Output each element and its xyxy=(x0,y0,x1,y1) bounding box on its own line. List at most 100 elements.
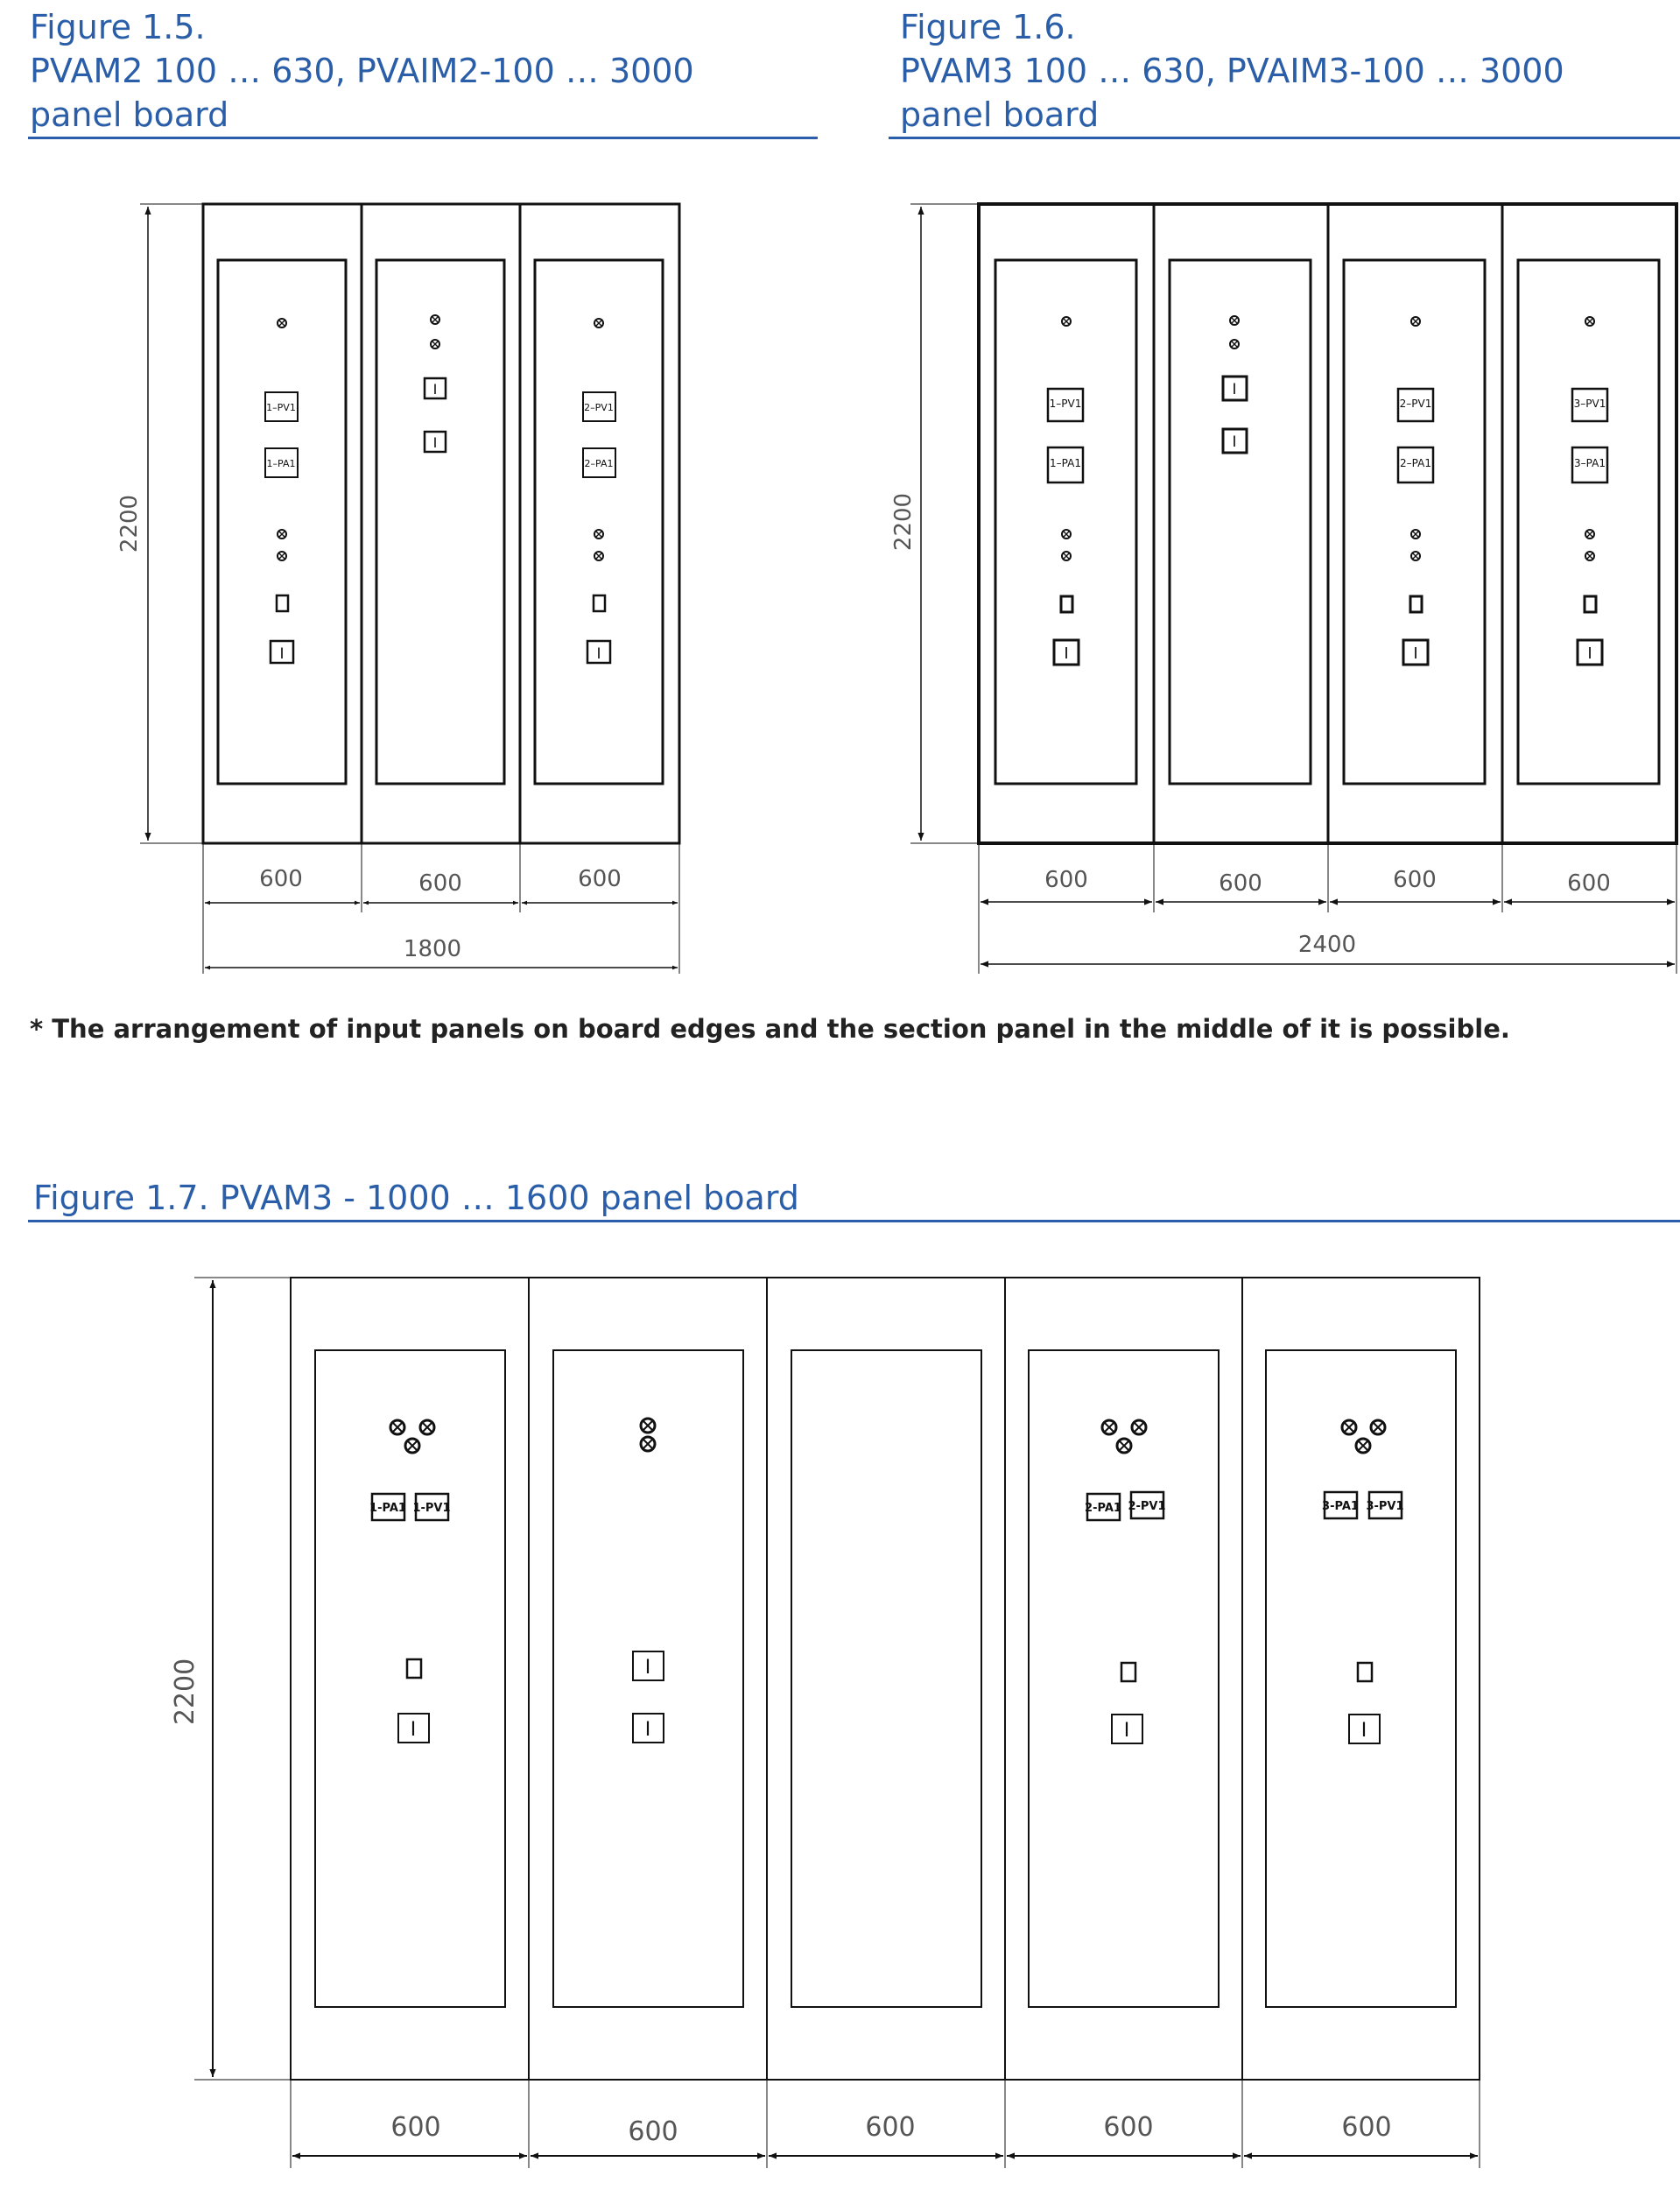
pushbutton-icon xyxy=(1583,595,1598,614)
figure-1-6-underline xyxy=(889,137,1680,139)
indicator-lamp-icon xyxy=(277,551,287,561)
device-label: 1–PV1 xyxy=(1050,398,1082,410)
panel-width-label: 600 xyxy=(259,866,303,892)
panel-width-label: 600 xyxy=(1103,2112,1153,2143)
indicator-lamp-icon xyxy=(404,1437,421,1454)
indicator-lamp-icon xyxy=(1585,551,1595,561)
pushbutton-icon xyxy=(592,594,607,613)
figure-1-6-labels: 1–PV1 1–PA1 2–PV1 2–PA1 3–PV1 3–PA1 I I … xyxy=(890,381,1611,958)
panel-door xyxy=(1516,258,1661,785)
pushbutton-icon xyxy=(1059,595,1074,614)
indicator-lamp-icon xyxy=(1585,529,1595,539)
figure-1-5-title-line3: panel board xyxy=(30,95,229,134)
height-dimension-label: 2200 xyxy=(890,493,917,551)
figure-1-5-title-line1: Figure 1.5. xyxy=(30,8,206,46)
indicator-lamp-icon xyxy=(639,1435,657,1453)
switch-box xyxy=(1576,638,1604,666)
device-label: 3-PA1 xyxy=(1322,1500,1359,1513)
indicator-lamp-icon xyxy=(277,318,287,328)
indicator-lamp-icon xyxy=(1115,1437,1133,1454)
pushbutton-icon xyxy=(405,1658,423,1679)
figure-1-7-underline xyxy=(28,1220,1680,1222)
cabinet-frame xyxy=(201,202,681,845)
panel-door xyxy=(1028,1349,1220,2008)
figure-1-6-title-line1: Figure 1.6. xyxy=(900,8,1076,46)
panel-door xyxy=(1342,258,1487,785)
figure-1-5-title: Figure 1.5. PVAM2 100 … 630, PVAIM2-100 … xyxy=(30,5,694,137)
total-width-label: 1800 xyxy=(404,936,461,962)
device-label: 2–PA1 xyxy=(1400,457,1431,469)
switch-label: I xyxy=(1124,1720,1130,1742)
indicator-lamp-icon xyxy=(430,339,440,349)
figure-1-6-title-line2: PVAM3 100 … 630, PVAIM3-100 … 3000 xyxy=(900,52,1564,90)
ammeter-box xyxy=(1571,446,1609,484)
cabinet-frame xyxy=(290,1277,1480,2081)
indicator-lamp-icon xyxy=(1410,529,1421,539)
ammeter-box xyxy=(1323,1490,1359,1520)
switch-label: I xyxy=(1361,1720,1367,1742)
ammeter-box xyxy=(1046,446,1085,484)
panel-door xyxy=(1168,258,1312,785)
device-label: 3-PV1 xyxy=(1366,1500,1403,1513)
panel-width-label: 600 xyxy=(1567,870,1611,897)
switch-label: I xyxy=(1064,644,1068,663)
device-label: 2–PV1 xyxy=(584,402,614,413)
voltmeter-box xyxy=(414,1492,450,1522)
panel-door xyxy=(791,1349,982,2008)
figure-1-7-drawing xyxy=(194,1277,1480,2168)
device-label: 2-PV1 xyxy=(1128,1500,1165,1513)
device-label: 2–PA1 xyxy=(585,458,614,469)
device-label: 1-PA1 xyxy=(369,1502,406,1515)
voltmeter-box xyxy=(582,391,616,422)
indicator-lamp-icon xyxy=(639,1417,657,1434)
panel-width-label: 600 xyxy=(1044,867,1088,893)
indicator-lamp-icon xyxy=(277,529,287,539)
indicator-lamp-icon xyxy=(1130,1419,1148,1436)
indicator-lamp-icon xyxy=(430,314,440,325)
device-label: 2–PV1 xyxy=(1400,398,1432,410)
indicator-lamp-icon xyxy=(1369,1419,1387,1436)
switch-label: I xyxy=(433,381,438,398)
switch-box xyxy=(1221,427,1248,454)
voltmeter-box xyxy=(264,391,299,422)
voltmeter-box xyxy=(1129,1490,1165,1520)
panel-width-label: 600 xyxy=(1393,867,1437,893)
ammeter-box xyxy=(582,447,616,478)
figure-1-5-labels: 1–PV1 1–PA1 2–PV1 2–PA1 I I I I 2200 600… xyxy=(116,381,622,962)
indicator-lamp-icon xyxy=(1229,315,1240,326)
pushbutton-icon xyxy=(1120,1661,1137,1683)
figure-1-5-title-line2: PVAM2 100 … 630, PVAIM2-100 … 3000 xyxy=(30,52,694,90)
device-label: 3–PV1 xyxy=(1574,398,1606,410)
switch-label: I xyxy=(1587,644,1592,663)
voltmeter-box xyxy=(1367,1490,1403,1520)
switch-box xyxy=(1052,638,1080,666)
figure-1-6-title-line3: panel board xyxy=(900,95,1100,134)
device-label: 2-PA1 xyxy=(1085,1502,1121,1515)
panel-width-label: 600 xyxy=(390,2112,440,2143)
panel-width-label: 600 xyxy=(1341,2112,1391,2143)
total-width-label: 2400 xyxy=(1298,932,1356,958)
switch-box xyxy=(1221,375,1248,402)
device-label: 1–PA1 xyxy=(1050,457,1081,469)
switch-label: I xyxy=(645,1719,651,1741)
switch-label: I xyxy=(1232,381,1236,398)
device-label: 1–PA1 xyxy=(267,458,296,469)
indicator-lamp-icon xyxy=(594,529,604,539)
figure-1-5-drawing xyxy=(140,202,681,974)
switch-box xyxy=(397,1713,430,1743)
panel-width-label: 600 xyxy=(865,2112,915,2143)
pushbutton-icon xyxy=(1356,1661,1374,1683)
switch-box xyxy=(423,430,447,454)
voltmeter-box xyxy=(1396,387,1435,423)
ammeter-box xyxy=(264,447,299,478)
height-dimension-label: 2200 xyxy=(116,495,143,553)
panel-door xyxy=(314,1349,506,2008)
panel-width-label: 600 xyxy=(1219,870,1262,897)
indicator-lamp-icon xyxy=(1061,551,1072,561)
indicator-lamp-icon xyxy=(1061,316,1072,327)
indicator-lamp-icon xyxy=(1100,1419,1118,1436)
switch-box xyxy=(586,639,612,665)
device-label: 3–PA1 xyxy=(1574,457,1606,469)
panel-width-label: 600 xyxy=(418,870,462,897)
